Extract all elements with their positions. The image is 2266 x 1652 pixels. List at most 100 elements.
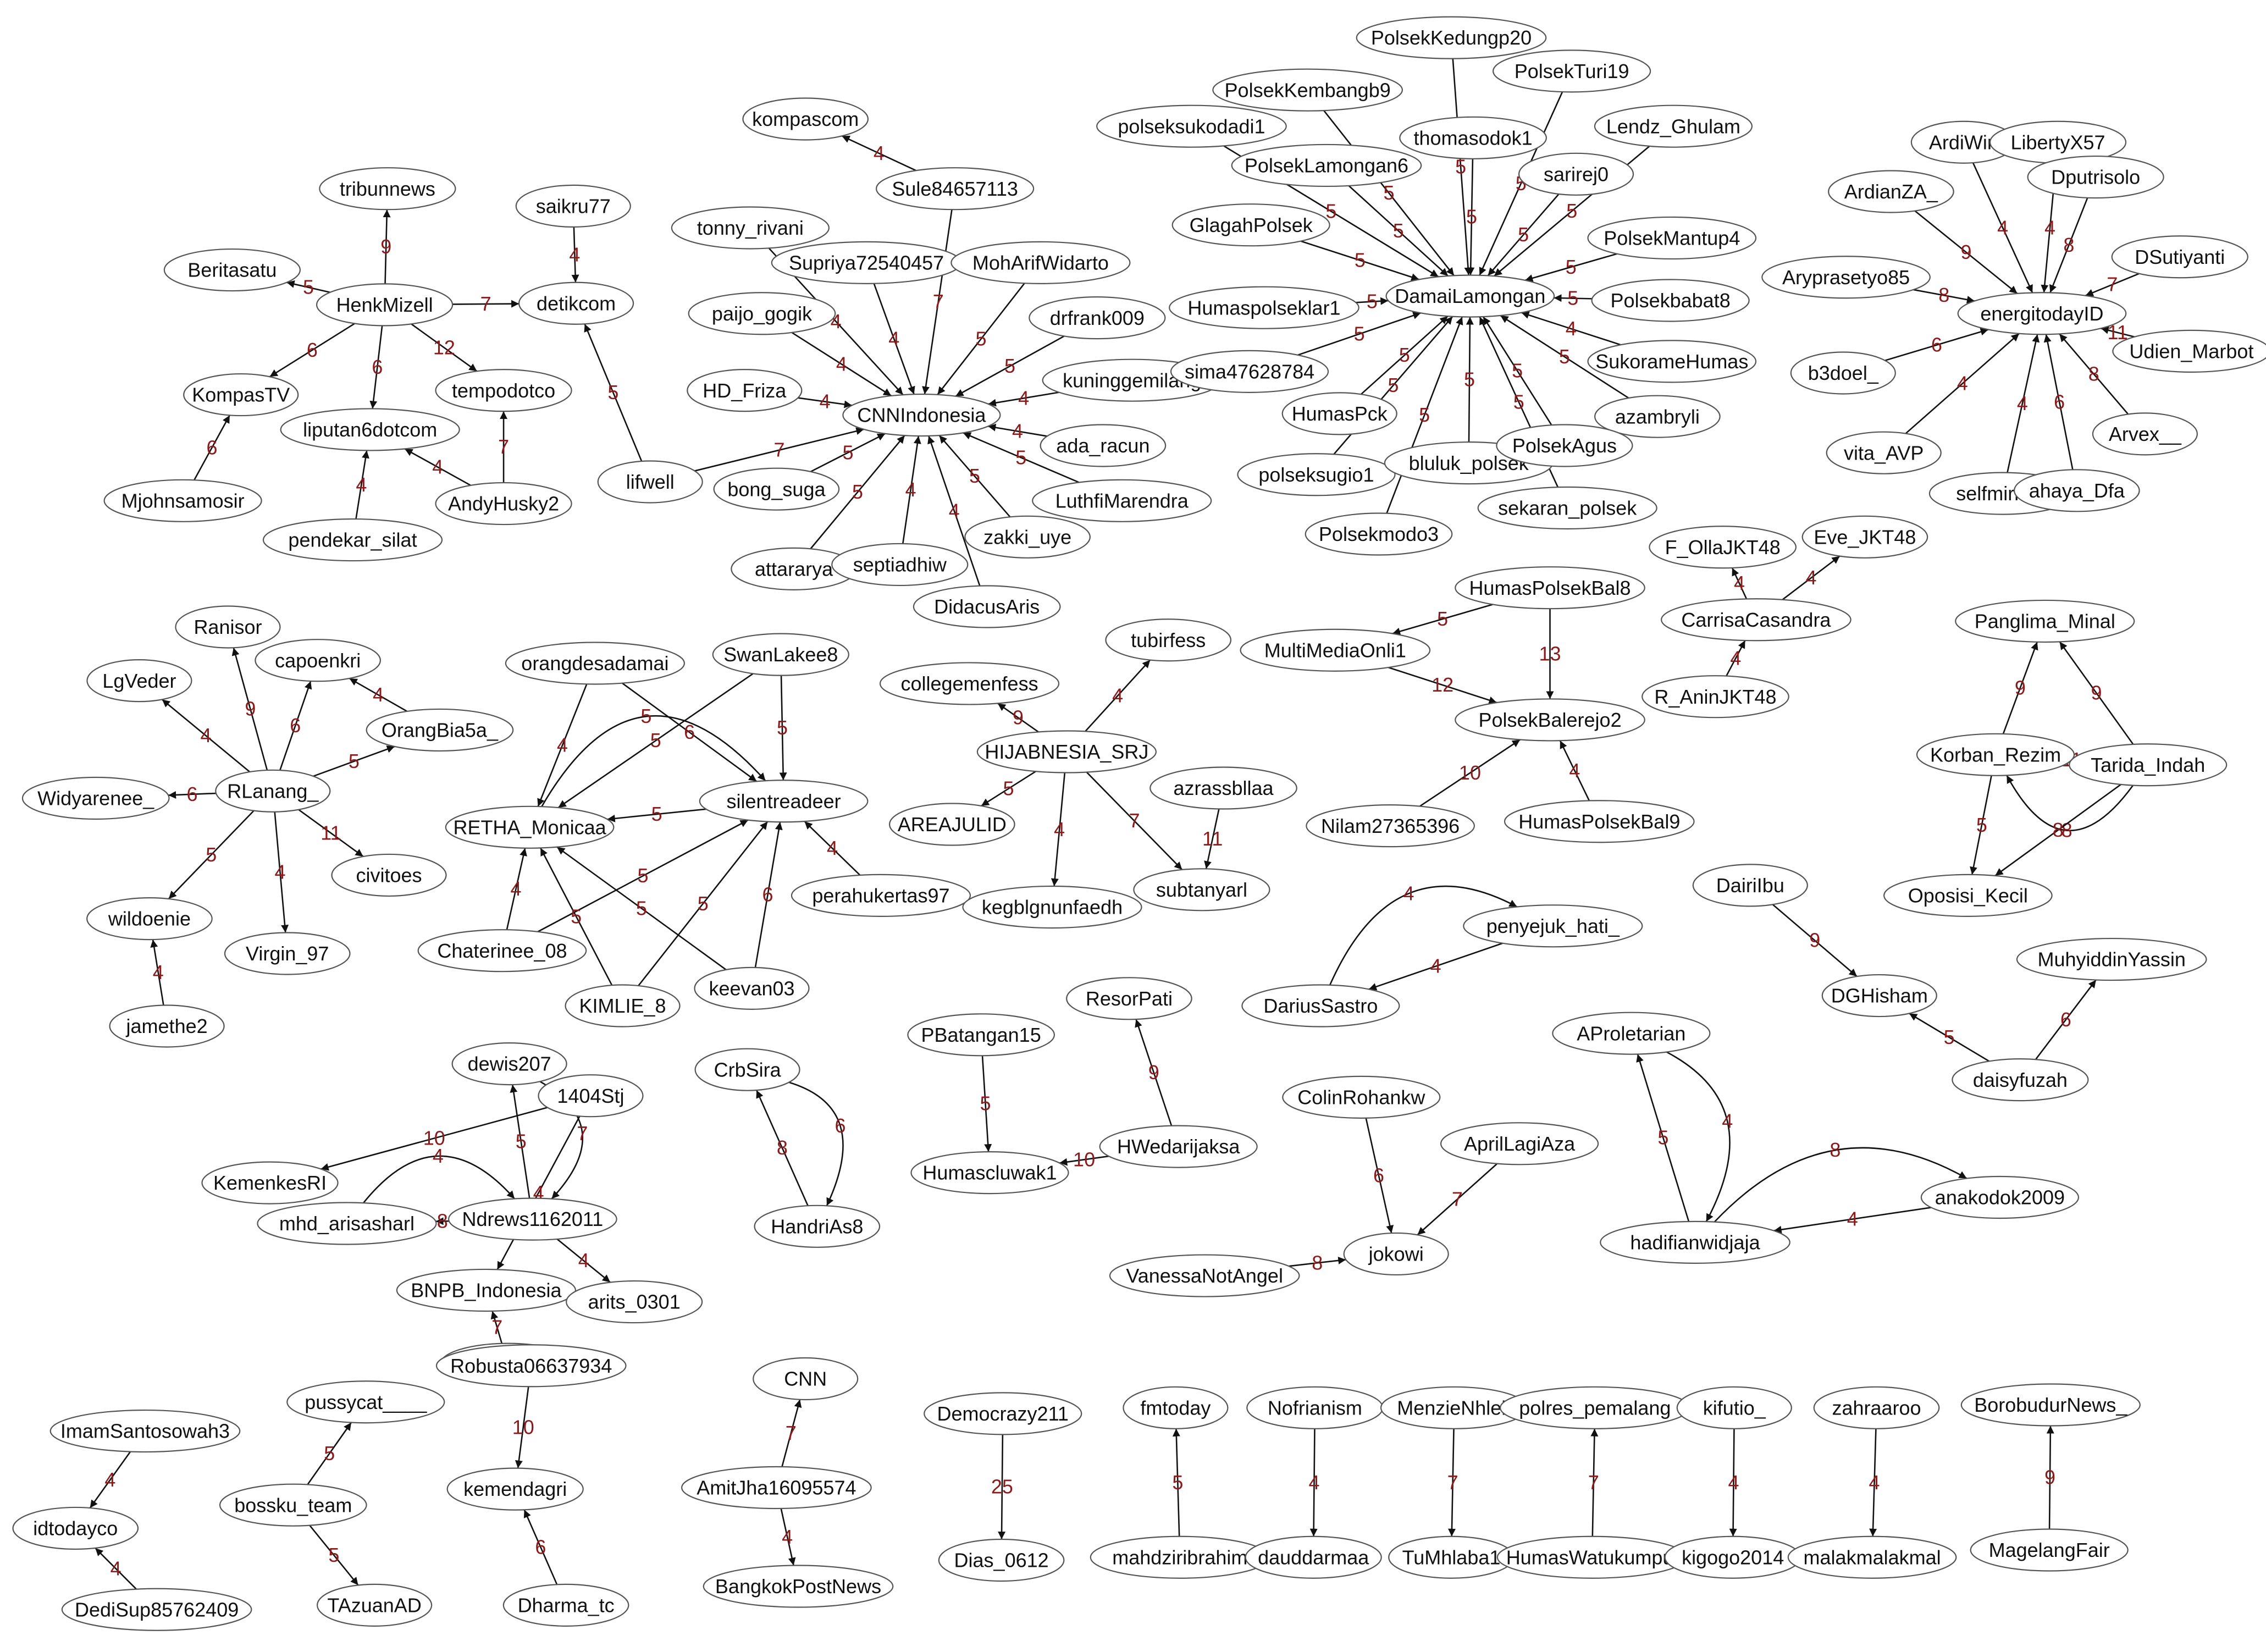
node-lendz-ghulam[interactable]: Lendz_Ghulam <box>1594 104 1753 148</box>
node-pussycat-[interactable]: pussycat____ <box>286 1380 445 1424</box>
node-crbsira[interactable]: CrbSira <box>694 1048 800 1091</box>
node-dariussastro[interactable]: DariusSastro <box>1241 984 1400 1027</box>
node-cnn[interactable]: CNN <box>753 1357 859 1401</box>
node-b3doel-[interactable]: b3doel_ <box>1790 351 1896 395</box>
node-azrassbllaa[interactable]: azrassbllaa <box>1149 766 1297 810</box>
node-mhd-arisasharl[interactable]: mhd_arisasharl <box>257 1202 437 1245</box>
node-korban-rezim[interactable]: Korban_Rezim <box>1916 733 2075 776</box>
node-jamethe2[interactable]: jamethe2 <box>109 1004 225 1048</box>
node-drfrank009[interactable]: drfrank009 <box>1029 296 1166 340</box>
node-humaspolseklar1[interactable]: Humaspolseklar1 <box>1169 286 1359 329</box>
node-silentreadeer[interactable]: silentreadeer <box>699 780 869 823</box>
node-r-aninjkt48[interactable]: R_AninJKT48 <box>1642 675 1789 719</box>
node-civitoes[interactable]: civitoes <box>331 853 447 897</box>
node-borobudurnews-[interactable]: BorobudurNews_ <box>1960 1383 2141 1427</box>
node-widyarenee-[interactable]: Widyarenee_ <box>21 776 170 820</box>
node-aprillagiaza[interactable]: AprilLagiAza <box>1440 1122 1599 1165</box>
node-tonny-rivani[interactable]: tonny_rivani <box>671 206 830 250</box>
node-retha-monicaa[interactable]: RETHA_Monicaa <box>445 805 615 849</box>
node-orangbia5a-[interactable]: OrangBia5a_ <box>366 708 514 752</box>
node-hd-friza[interactable]: HD_Friza <box>687 369 803 412</box>
node-moharifwidarto[interactable]: MohArifWidarto <box>950 241 1131 284</box>
node-rlanang-[interactable]: RLanang_ <box>215 769 331 813</box>
node-polsekturi19[interactable]: PolsekTuri19 <box>1493 49 1651 93</box>
node-swanlakee8[interactable]: SwanLakee8 <box>712 633 849 676</box>
node-subtanyarl[interactable]: subtanyarl <box>1133 868 1270 911</box>
node-polseksukodadi1[interactable]: polseksukodadi1 <box>1096 104 1287 148</box>
node-andyhusky2[interactable]: AndyHusky2 <box>435 482 572 526</box>
node-cnnindonesia[interactable]: CNNIndonesia <box>842 393 1001 437</box>
node-bossku-team[interactable]: bossku_team <box>219 1483 367 1527</box>
node-zahraaroo[interactable]: zahraaroo <box>1813 1386 1940 1429</box>
node-tempodotco[interactable]: tempodotco <box>435 369 572 412</box>
node-democrazy211[interactable]: Democrazy211 <box>924 1392 1082 1435</box>
node-polseksugio1[interactable]: polseksugio1 <box>1237 453 1396 496</box>
node-sule84657113[interactable]: Sule84657113 <box>876 167 1035 211</box>
node-resorpati[interactable]: ResorPati <box>1066 977 1192 1020</box>
node-nilam27365396[interactable]: Nilam27365396 <box>1306 804 1475 848</box>
node-dias-0612[interactable]: Dias_0612 <box>938 1538 1065 1582</box>
node-luthfimarendra[interactable]: LuthfiMarendra <box>1032 479 1212 522</box>
node-tazuanad[interactable]: TAzuanAD <box>317 1583 433 1627</box>
node-humaswatukumpul[interactable]: HumasWatukumpul <box>1496 1535 1688 1579</box>
node-hijabnesia-srj[interactable]: HIJABNESIA_SRJ <box>976 730 1157 773</box>
node-fmtoday[interactable]: fmtoday <box>1123 1386 1229 1429</box>
node-handrias8[interactable]: HandriAs8 <box>754 1205 881 1248</box>
node-collegemenfess[interactable]: collegemenfess <box>879 662 1060 705</box>
node-ranisor[interactable]: Ranisor <box>175 605 281 649</box>
node-polsekbabat8[interactable]: Polsekbabat8 <box>1591 279 1750 322</box>
node-arvex-[interactable]: Arvex__ <box>2092 412 2198 456</box>
node-idtodayco[interactable]: idtodayco <box>12 1506 139 1550</box>
node-ahaya-dfa[interactable]: ahaya_Dfa <box>2013 469 2140 512</box>
node-kifutio-[interactable]: kifutio_ <box>1676 1386 1792 1429</box>
node-septiadhiw[interactable]: septiadhiw <box>831 543 969 587</box>
node-bong-suga[interactable]: bong_suga <box>713 467 840 511</box>
node-udien-marbot[interactable]: Udien_Marbot <box>2112 329 2266 373</box>
node-kegblgnunfaedh[interactable]: kegblgnunfaedh <box>962 885 1142 929</box>
node-arits-0301[interactable]: arits_0301 <box>566 1280 703 1324</box>
node-dedisup85762409[interactable]: DediSup85762409 <box>61 1588 252 1631</box>
node-virgin-97[interactable]: Virgin_97 <box>224 932 351 975</box>
node-beritasatu[interactable]: Beritasatu <box>163 248 301 292</box>
node-lifwell[interactable]: lifwell <box>597 460 703 504</box>
node-jokowi[interactable]: jokowi <box>1343 1232 1449 1276</box>
node-detikcom[interactable]: detikcom <box>518 281 634 325</box>
node-bnpb-indonesia[interactable]: BNPB_Indonesia <box>396 1268 577 1312</box>
node-henkmizell[interactable]: HenkMizell <box>316 283 454 327</box>
node-kemendagri[interactable]: kemendagri <box>446 1467 584 1511</box>
node-hwedarijaksa[interactable]: HWedarijaksa <box>1099 1125 1258 1168</box>
node-ndrews1162011[interactable]: Ndrews1162011 <box>448 1197 617 1241</box>
node-attararya[interactable]: attararya <box>731 547 857 590</box>
node-pbatangan15[interactable]: PBatangan15 <box>907 1013 1055 1057</box>
node-polsekmantup4[interactable]: PolsekMantup4 <box>1587 216 1757 260</box>
node-sukoramehumas[interactable]: SukorameHumas <box>1587 340 1757 383</box>
node-nofrianism[interactable]: Nofrianism <box>1246 1386 1384 1429</box>
node-sarirej0[interactable]: sarirej0 <box>1518 152 1634 196</box>
node-kompascom[interactable]: kompascom <box>742 97 869 141</box>
node-dewis207[interactable]: dewis207 <box>451 1042 567 1086</box>
node-panglima-minal[interactable]: Panglima_Minal <box>1955 599 2135 643</box>
node-capoenkri[interactable]: capoenkri <box>255 639 382 682</box>
node-imamsantosowah3[interactable]: ImamSantosowah3 <box>49 1409 241 1453</box>
node-ardianza-[interactable]: ArdianZA_ <box>1828 170 1954 213</box>
node-colinrohankw[interactable]: ColinRohankw <box>1282 1075 1441 1119</box>
node-kompastv[interactable]: KompasTV <box>183 373 299 417</box>
node-energitodayid[interactable]: energitodayID <box>1957 292 2127 335</box>
node-polsekkembangb9[interactable]: PolsekKembangb9 <box>1212 68 1403 112</box>
node-thomasodok1[interactable]: thomasodok1 <box>1399 116 1547 159</box>
node-menzienhlek[interactable]: MenzieNhlek <box>1380 1386 1528 1429</box>
node-polsekagus[interactable]: PolsekAgus <box>1496 424 1633 467</box>
node-saikru77[interactable]: saikru77 <box>515 184 631 228</box>
node-tribunnews[interactable]: tribunnews <box>319 167 456 211</box>
node-multimediaonli1[interactable]: MultiMediaOnli1 <box>1240 628 1431 672</box>
node-perahukertas97[interactable]: perahukertas97 <box>791 874 971 917</box>
node-magelangfair[interactable]: MagelangFair <box>1970 1528 2129 1572</box>
node-robusta06637934[interactable]: Robusta06637934 <box>435 1344 627 1388</box>
node-sima47628784[interactable]: sima47628784 <box>1170 350 1329 393</box>
node-dghisham[interactable]: DGHisham <box>1821 974 1937 1018</box>
node-bangkokpostnews[interactable]: BangkokPostNews <box>703 1565 894 1608</box>
node-amitjha16095574[interactable]: AmitJha16095574 <box>681 1466 872 1510</box>
node-libertyx57[interactable]: LibertyX57 <box>1989 120 2127 164</box>
node-f-ollajkt48[interactable]: F_OllaJKT48 <box>1649 526 1797 569</box>
node-polres-pemalang[interactable]: polres_pemalang <box>1500 1386 1690 1429</box>
